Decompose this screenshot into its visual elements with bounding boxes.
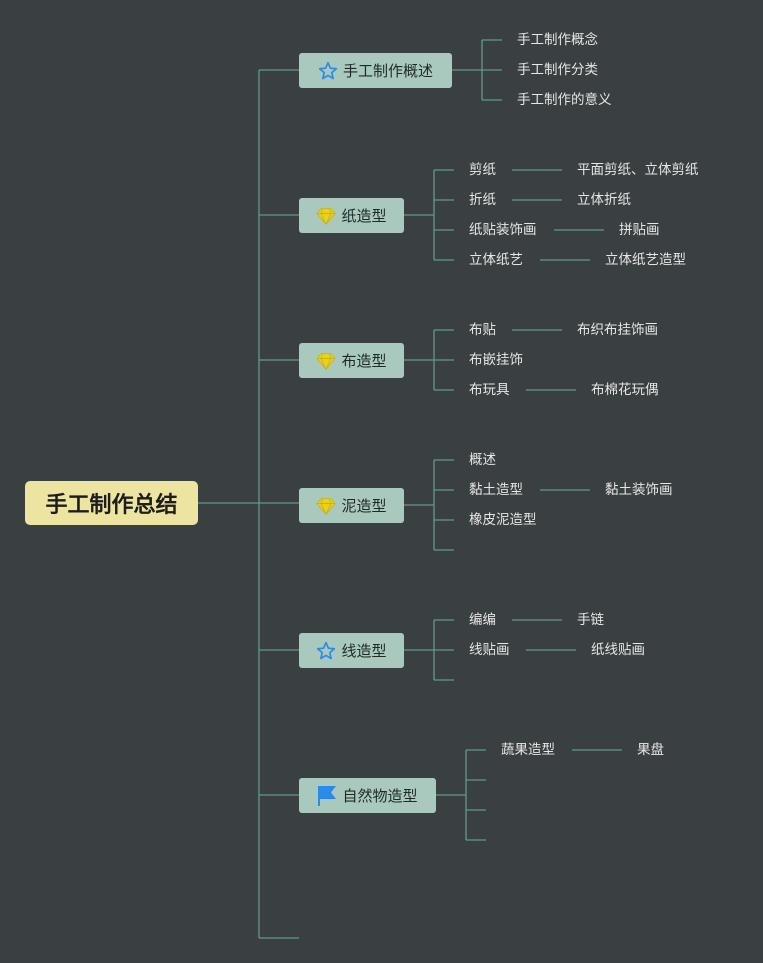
branch-node-paper[interactable]: 纸造型: [299, 198, 404, 233]
leaf-node[interactable]: 立体纸艺: [469, 252, 523, 268]
sub-leaf-node[interactable]: 布织布挂饰画: [577, 322, 658, 338]
sub-leaf-node[interactable]: 立体纸艺造型: [605, 252, 686, 268]
sub-leaf-node[interactable]: 果盘: [637, 742, 664, 758]
diamond-icon: [316, 207, 337, 225]
sub-leaf-node[interactable]: 手链: [577, 612, 604, 628]
leaf-node[interactable]: 蔬果造型: [501, 742, 555, 758]
leaf-node[interactable]: 纸贴装饰画: [469, 222, 537, 238]
branch-label: 手工制作概述: [342, 62, 433, 80]
branch-label: 纸造型: [341, 207, 387, 225]
sub-leaf-node[interactable]: 立体折纸: [577, 192, 631, 208]
branch-node-nature[interactable]: 自然物造型: [299, 778, 436, 813]
leaf-node[interactable]: 布嵌挂饰: [469, 352, 523, 368]
leaf-node[interactable]: 手工制作的意义: [517, 92, 612, 108]
leaf-node[interactable]: 布玩具: [469, 382, 510, 398]
star-icon: [318, 61, 338, 81]
branch-label: 自然物造型: [342, 787, 418, 805]
sub-leaf-node[interactable]: 布棉花玩偶: [591, 382, 659, 398]
flag-icon: [317, 785, 337, 807]
diamond-icon: [316, 497, 337, 515]
sub-leaf-node[interactable]: 拼贴画: [619, 222, 660, 238]
branch-label: 线造型: [341, 642, 387, 660]
sub-leaf-node[interactable]: 平面剪纸、立体剪纸: [577, 162, 699, 178]
star-icon: [316, 641, 336, 661]
diamond-icon: [316, 352, 337, 370]
leaf-node[interactable]: 手工制作分类: [517, 62, 598, 78]
leaf-node[interactable]: 剪纸: [469, 162, 496, 178]
leaf-node[interactable]: 概述: [469, 452, 496, 468]
branch-node-clay[interactable]: 泥造型: [299, 488, 404, 523]
branch-label: 泥造型: [341, 497, 387, 515]
leaf-node[interactable]: 黏土造型: [469, 482, 523, 498]
leaf-node[interactable]: 手工制作概念: [517, 32, 598, 48]
sub-leaf-node[interactable]: 纸线贴画: [591, 642, 645, 658]
leaf-node[interactable]: 折纸: [469, 192, 496, 208]
leaf-node[interactable]: 线贴画: [469, 642, 510, 658]
sub-leaf-node[interactable]: 黏土装饰画: [605, 482, 673, 498]
leaf-node[interactable]: 布贴: [469, 322, 496, 338]
branch-node-thread[interactable]: 线造型: [299, 633, 404, 668]
leaf-node[interactable]: 编编: [469, 612, 496, 628]
branch-node-cloth[interactable]: 布造型: [299, 343, 404, 378]
root-node[interactable]: 手工制作总结: [25, 481, 198, 525]
branch-label: 布造型: [341, 352, 387, 370]
leaf-node[interactable]: 橡皮泥造型: [469, 512, 537, 528]
branch-node-overview[interactable]: 手工制作概述: [299, 53, 452, 88]
